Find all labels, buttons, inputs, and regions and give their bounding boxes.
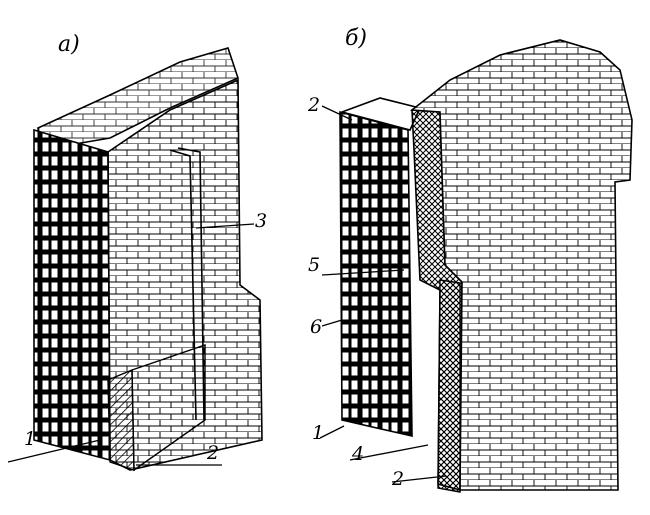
callout-a-1: 1 bbox=[24, 428, 37, 450]
panel-b-label: б) bbox=[345, 26, 368, 51]
callout-b-5: 5 bbox=[308, 254, 321, 276]
callout-b-2-bottom: 2 bbox=[392, 468, 405, 490]
callout-b-4: 4 bbox=[352, 443, 365, 465]
callout-a-2: 2 bbox=[207, 442, 220, 464]
panel-a-wall bbox=[33, 47, 263, 472]
panel-b-leaders bbox=[319, 105, 447, 483]
panel-a-leaders bbox=[7, 223, 255, 466]
callout-b-6: 6 bbox=[310, 316, 323, 338]
callout-b-1: 1 bbox=[312, 422, 325, 444]
callout-b-2-top: 2 bbox=[308, 94, 321, 116]
callout-a-3: 3 bbox=[255, 210, 268, 232]
panel-a-label: а) bbox=[58, 32, 80, 57]
panel-b-wall bbox=[339, 39, 633, 493]
